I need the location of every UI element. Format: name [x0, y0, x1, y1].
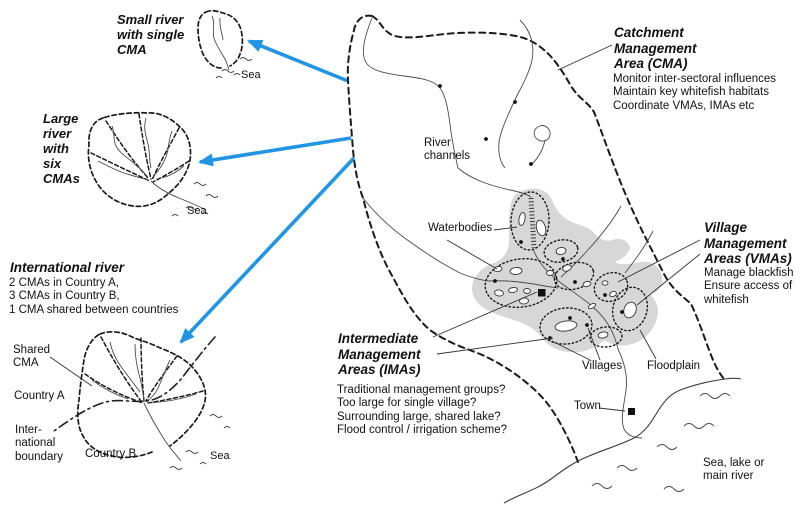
cma-division	[147, 390, 204, 404]
waterbodies-pointer	[493, 226, 518, 231]
ima-notes: Traditional management groups? Too large…	[337, 384, 508, 437]
international-river-title: International river	[10, 260, 125, 275]
town-pointer	[598, 407, 626, 412]
villages-pointer	[551, 340, 591, 361]
cma-division	[152, 160, 190, 183]
cma-division	[84, 373, 144, 404]
arrow-to-large-river	[198, 136, 352, 167]
small-river-map	[197, 9, 253, 79]
small-river-sea-label: Sea	[241, 69, 261, 81]
village-dots	[438, 84, 624, 340]
sea-lake-label: Sea, lake or main river	[703, 457, 765, 483]
small-river-channel	[211, 15, 230, 71]
large-river-sea-label: Sea	[187, 205, 207, 217]
sea-waves	[171, 182, 219, 217]
cma-division	[100, 336, 142, 402]
vma-title: Village Management Areas (VMAs)	[704, 220, 792, 267]
sea-waves	[215, 57, 253, 79]
village-square	[538, 289, 546, 297]
blue-arrows	[179, 39, 356, 344]
ima-pointer	[432, 291, 538, 338]
waterbodies-shapes	[493, 212, 637, 339]
cma-title: Catchment Management Area (CMA)	[614, 25, 697, 72]
international-boundary-label: Inter- national boundary	[15, 424, 63, 463]
shared-cma-label: Shared CMA	[13, 344, 51, 370]
cma-pointer	[557, 44, 613, 71]
coastline	[503, 377, 742, 504]
international-boundary-line	[53, 336, 216, 432]
cma-boundary	[371, 15, 725, 380]
small-catchment-boundary	[205, 9, 244, 67]
cma-division	[145, 355, 178, 402]
large-river-channels	[97, 117, 207, 211]
vma-notes: Manage blackfish Ensure access of whitef…	[704, 267, 794, 306]
country-b-label: Country B	[85, 448, 137, 460]
arrow-to-international-river	[179, 156, 356, 344]
river-channels-label: River channels	[424, 137, 471, 163]
large-river-title: Large river with six CMAs	[43, 111, 80, 187]
town-label: Town	[574, 400, 601, 412]
cma-boundary	[346, 14, 579, 463]
international-catchment-boundary	[99, 330, 207, 447]
international-river-description: 2 CMAs in Country A, 3 CMAs in Country B…	[9, 277, 179, 316]
waterbodies-label: Waterbodies	[428, 222, 493, 234]
waterbodies-pointer	[446, 239, 498, 270]
country-a-label: Country A	[14, 390, 65, 402]
small-river-channel	[219, 17, 224, 41]
cma-division	[90, 152, 151, 182]
town-square	[628, 408, 635, 415]
vma-pointer	[617, 239, 701, 283]
ima-title: Intermediate Management Areas (IMAs)	[338, 331, 421, 378]
large-catchment-boundary	[87, 111, 192, 208]
sea-waves	[169, 414, 231, 470]
small-river-title: Small river with single CMA	[117, 12, 185, 58]
sea-waves	[591, 393, 731, 492]
villages-label: Villages	[582, 360, 623, 372]
international-sea-label: Sea	[210, 450, 230, 462]
international-river-map	[49, 330, 231, 470]
international-river-channels	[91, 341, 197, 462]
small-catchment-boundary	[197, 11, 222, 69]
pointer-lines	[432, 44, 701, 412]
vma-dotted-areas	[484, 191, 649, 348]
arrow-to-small-river	[247, 39, 349, 83]
shared-cma-pointer	[49, 356, 93, 387]
vma-pointer	[636, 253, 701, 306]
international-catchment-boundary	[76, 333, 153, 459]
ima-pointer	[436, 337, 554, 355]
main-map	[346, 14, 742, 504]
cma-notes: Monitor inter-sectoral influences Mainta…	[613, 73, 776, 112]
villages-pointer	[587, 327, 601, 361]
large-river-map	[87, 111, 219, 217]
floodplain-label: Floodplain	[647, 360, 701, 372]
cma-division	[105, 120, 150, 180]
floodplain-pointer	[639, 329, 657, 360]
cma-division	[138, 113, 152, 180]
